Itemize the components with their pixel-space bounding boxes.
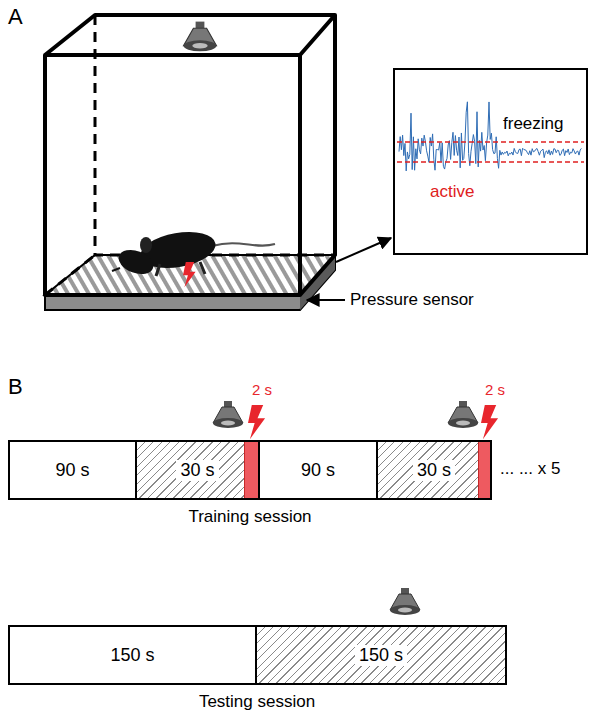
shock-bolt (481, 405, 498, 439)
baseline-period: 90 s (8, 440, 137, 500)
repeat-note: ... ... x 5 (500, 459, 560, 479)
speaker-icon (448, 401, 478, 428)
callout-arrow (336, 238, 391, 262)
cage-edge (45, 15, 335, 295)
duration-label: 150 s (110, 645, 154, 666)
duration-label: 150 s (355, 645, 407, 666)
baseline-period: 90 s (258, 440, 378, 500)
shock-stripe (478, 442, 490, 498)
panel-letter: B (8, 374, 23, 400)
activity-trace (395, 70, 586, 253)
session-label: Training session (188, 507, 311, 527)
freezing-trace-inset: active freezing (393, 68, 588, 255)
tone-period: 30 s (135, 440, 260, 500)
duration-label: 90 s (301, 460, 335, 481)
leader-arrow (307, 299, 345, 301)
mouse (112, 227, 275, 279)
trace-label: active (430, 182, 474, 202)
pressure-sensor-plate (45, 255, 335, 310)
speaker-icon (213, 401, 243, 428)
duration-label: 30 s (413, 460, 455, 481)
shock-bolt (183, 262, 196, 287)
duration-label: 30 s (176, 460, 218, 481)
part-label: Pressure sensor (350, 290, 474, 310)
panel-letter: A (8, 4, 23, 30)
shock-duration: 2 s (485, 381, 505, 398)
cage-drawing (45, 15, 335, 310)
tone-period: 30 s (376, 440, 492, 500)
tone-period: 150 s (255, 625, 507, 685)
session-label: Testing session (199, 692, 315, 712)
trace-label: freezing (503, 114, 563, 134)
shock-bolt (248, 405, 265, 439)
duration-label: 90 s (55, 460, 89, 481)
hidden-edge (45, 255, 95, 295)
shock-stripe (244, 442, 258, 498)
shock-duration: 2 s (252, 381, 272, 398)
speaker-icon (390, 588, 420, 615)
speaker-icon (184, 22, 217, 52)
baseline-period: 150 s (8, 625, 257, 685)
